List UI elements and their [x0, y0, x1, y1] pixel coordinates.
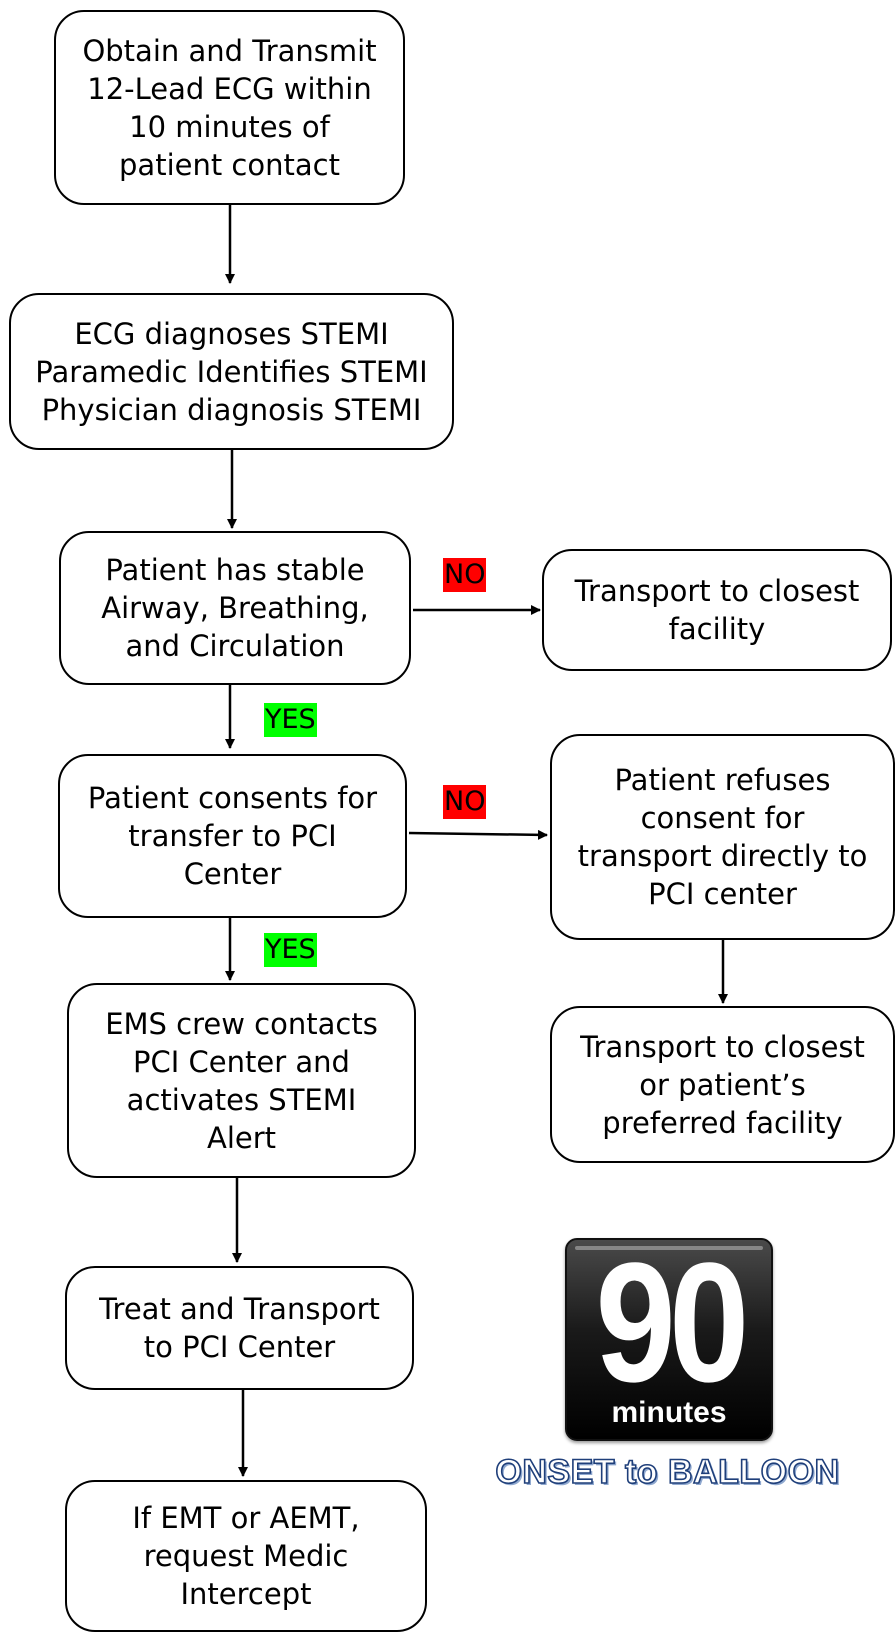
badge-number: 90 [595, 1238, 749, 1418]
node-treat-transport: Treat and Transport to PCI Center [65, 1266, 414, 1390]
node-medic-intercept: If EMT or AEMT, request Medic Intercept [65, 1480, 427, 1632]
node-stable-abc-text: Patient has stable Airway, Breathing, an… [101, 553, 369, 663]
badge-unit: minutes [611, 1396, 727, 1429]
badge-shine [575, 1246, 763, 1250]
node-refuses-consent: Patient refuses consent for transport di… [550, 734, 895, 940]
label-yes-consent: YES [264, 933, 317, 967]
node-diagnose-stemi-text: ECG diagnoses STEMI Paramedic Identifies… [35, 316, 428, 427]
ninety-minutes-badge: 90 minutes [565, 1238, 773, 1441]
label-no-consent: NO [443, 785, 487, 819]
onset-to-balloon-caption: ONSET to BALLOON [495, 1452, 840, 1492]
node-transport-preferred: Transport to closest or patient’s prefer… [550, 1006, 895, 1163]
node-consents-transfer: Patient consents for transfer to PCI Cen… [58, 754, 407, 918]
node-obtain-ecg: Obtain and Transmit 12-Lead ECG within 1… [54, 10, 405, 205]
node-transport-closest: Transport to closest facility [542, 549, 892, 671]
node-refuses-consent-text: Patient refuses consent for transport di… [577, 763, 868, 911]
node-ems-contacts-text: EMS crew contacts PCI Center and activat… [105, 1006, 378, 1155]
node-stable-abc: Patient has stable Airway, Breathing, an… [59, 531, 411, 685]
arrow-consent-no [408, 829, 548, 840]
node-obtain-ecg-text: Obtain and Transmit 12-Lead ECG within 1… [82, 33, 377, 182]
node-transport-preferred-text: Transport to closest or patient’s prefer… [580, 1029, 865, 1140]
node-ems-contacts: EMS crew contacts PCI Center and activat… [67, 983, 416, 1178]
label-yes-stable: YES [264, 703, 317, 737]
label-no-stable: NO [443, 558, 487, 592]
node-medic-intercept-text: If EMT or AEMT, request Medic Intercept [132, 1501, 360, 1611]
node-transport-closest-text: Transport to closest facility [574, 574, 860, 646]
node-treat-transport-text: Treat and Transport to PCI Center [99, 1292, 380, 1364]
node-diagnose-stemi: ECG diagnoses STEMI Paramedic Identifies… [9, 293, 454, 450]
node-consents-transfer-text: Patient consents for transfer to PCI Cen… [87, 781, 378, 891]
